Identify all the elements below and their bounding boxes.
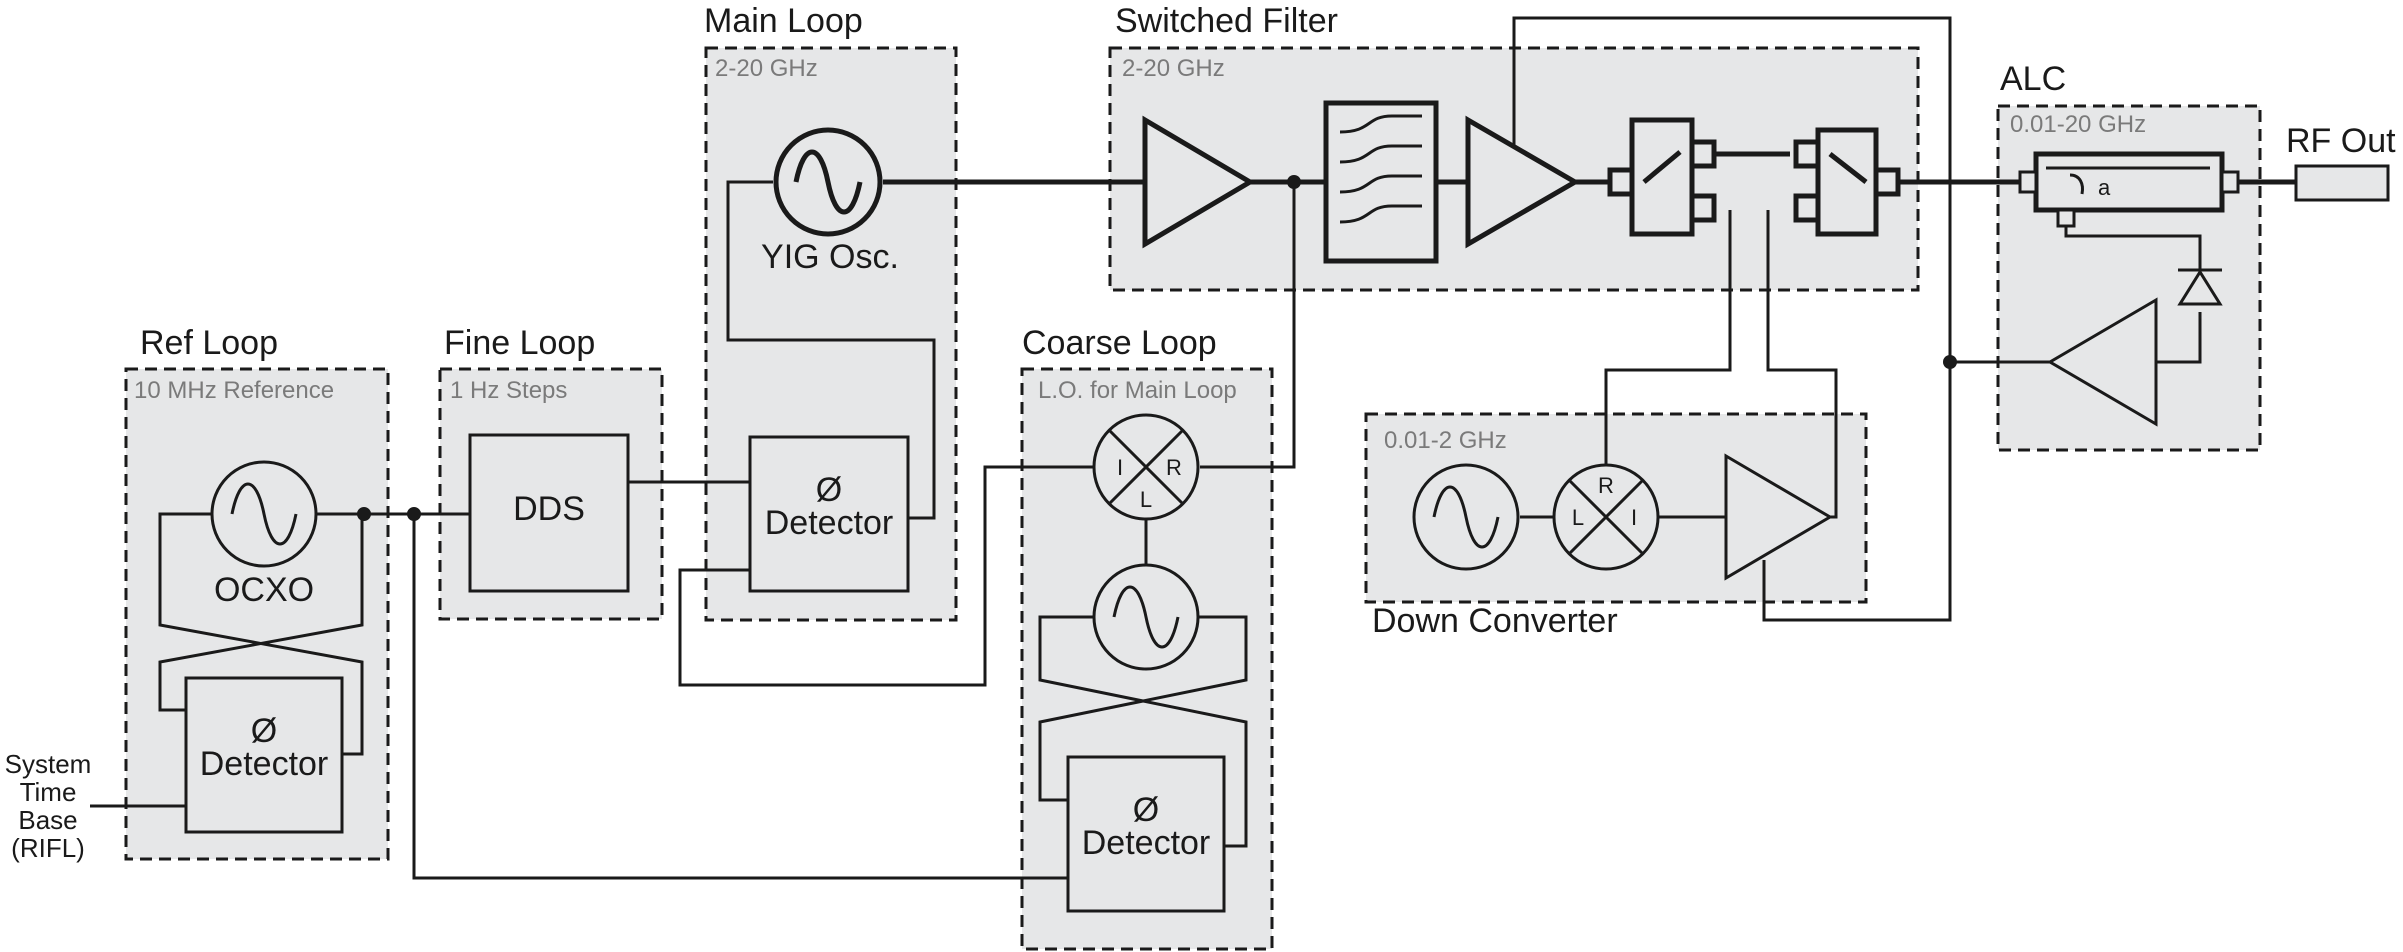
phase-symbol: Ø (251, 712, 277, 750)
alc-amplifier (2047, 297, 2158, 427)
mixer-port-l: L (1572, 505, 1584, 530)
alc-subtitle: 0.01-20 GHz (2010, 111, 2146, 138)
mixer-port-l: L (1140, 487, 1152, 512)
mixer-port-i: I (1631, 505, 1637, 530)
coarse-oscillator (1092, 563, 1200, 671)
down-converter-amplifier (1724, 453, 1833, 581)
coarse-phase-detector: Ø Detector (1066, 755, 1226, 913)
switched-filter-title: Switched Filter (1115, 2, 1338, 40)
ocxo-label: OCXO (214, 571, 314, 609)
detector-label: Detector (1082, 824, 1211, 862)
alc-title: ALC (2000, 60, 2066, 98)
filter-icon (1339, 114, 1422, 134)
coarse-loop-subtitle: L.O. for Main Loop (1038, 377, 1237, 404)
sine-wave-icon (793, 149, 863, 215)
mixer-port-i: I (1117, 455, 1123, 480)
ref-phase-detector: Ø Detector (184, 676, 344, 834)
ref-loop-subtitle: 10 MHz Reference (134, 377, 334, 404)
sine-wave-icon (230, 482, 298, 546)
coarse-loop-title: Coarse Loop (1022, 324, 1217, 362)
mixer-port-r: R (1598, 473, 1614, 498)
amplifier-2 (1465, 115, 1580, 249)
directional-coupler: a (2018, 151, 2240, 228)
main-loop-subtitle: 2-20 GHz (715, 55, 818, 82)
ref-loop-title: Ref Loop (140, 324, 278, 362)
down-converter-subtitle: 0.01-2 GHz (1384, 427, 1507, 454)
system-time-base-line: Time (20, 777, 77, 807)
rf-out-port: RF Out (2286, 122, 2396, 202)
rf-out-label: RF Out (2286, 122, 2396, 160)
system-time-base-line: (RIFL) (11, 833, 85, 863)
switched-filter-subtitle: 2-20 GHz (1122, 55, 1225, 82)
coupler-label: a (2098, 175, 2111, 200)
sine-wave-icon (1432, 485, 1500, 549)
fine-loop-subtitle: 1 Hz Steps (450, 377, 567, 404)
down-converter-oscillator (1412, 463, 1520, 571)
junction-dot (1943, 355, 1957, 369)
rf-switch-2 (1793, 127, 1901, 237)
detector-label: Detector (200, 745, 329, 783)
detector-label: Detector (765, 504, 894, 542)
phase-symbol: Ø (1133, 791, 1159, 829)
coarse-mixer: I R L (1092, 413, 1200, 521)
main-phase-detector: Ø Detector (748, 435, 910, 593)
down-converter-title: Down Converter (1372, 602, 1618, 640)
ocxo-oscillator: OCXO (210, 460, 318, 609)
fine-loop-title: Fine Loop (444, 324, 595, 362)
junction-dot (1287, 175, 1301, 189)
system-time-base-line: System (5, 749, 92, 779)
filter-bank (1323, 100, 1439, 264)
junction-dot (407, 507, 421, 521)
dds-block: DDS (468, 433, 630, 593)
yig-oscillator: YIG Osc. (761, 127, 899, 276)
down-converter-mixer: R L I (1552, 463, 1660, 571)
yig-label: YIG Osc. (761, 238, 899, 276)
sine-wave-icon (1112, 585, 1180, 649)
system-time-base-line: Base (18, 805, 77, 835)
junctions (357, 175, 1957, 521)
rf-switch-1 (1607, 117, 1717, 237)
amplifier-1 (1142, 115, 1255, 249)
alc-detector-diode (2177, 268, 2223, 306)
mixer-port-r: R (1166, 455, 1182, 480)
system-time-base: System Time Base (RIFL) (5, 749, 92, 863)
dds-label: DDS (513, 490, 585, 528)
phase-symbol: Ø (816, 471, 842, 509)
main-loop-title: Main Loop (704, 2, 863, 40)
junction-dot (357, 507, 371, 521)
